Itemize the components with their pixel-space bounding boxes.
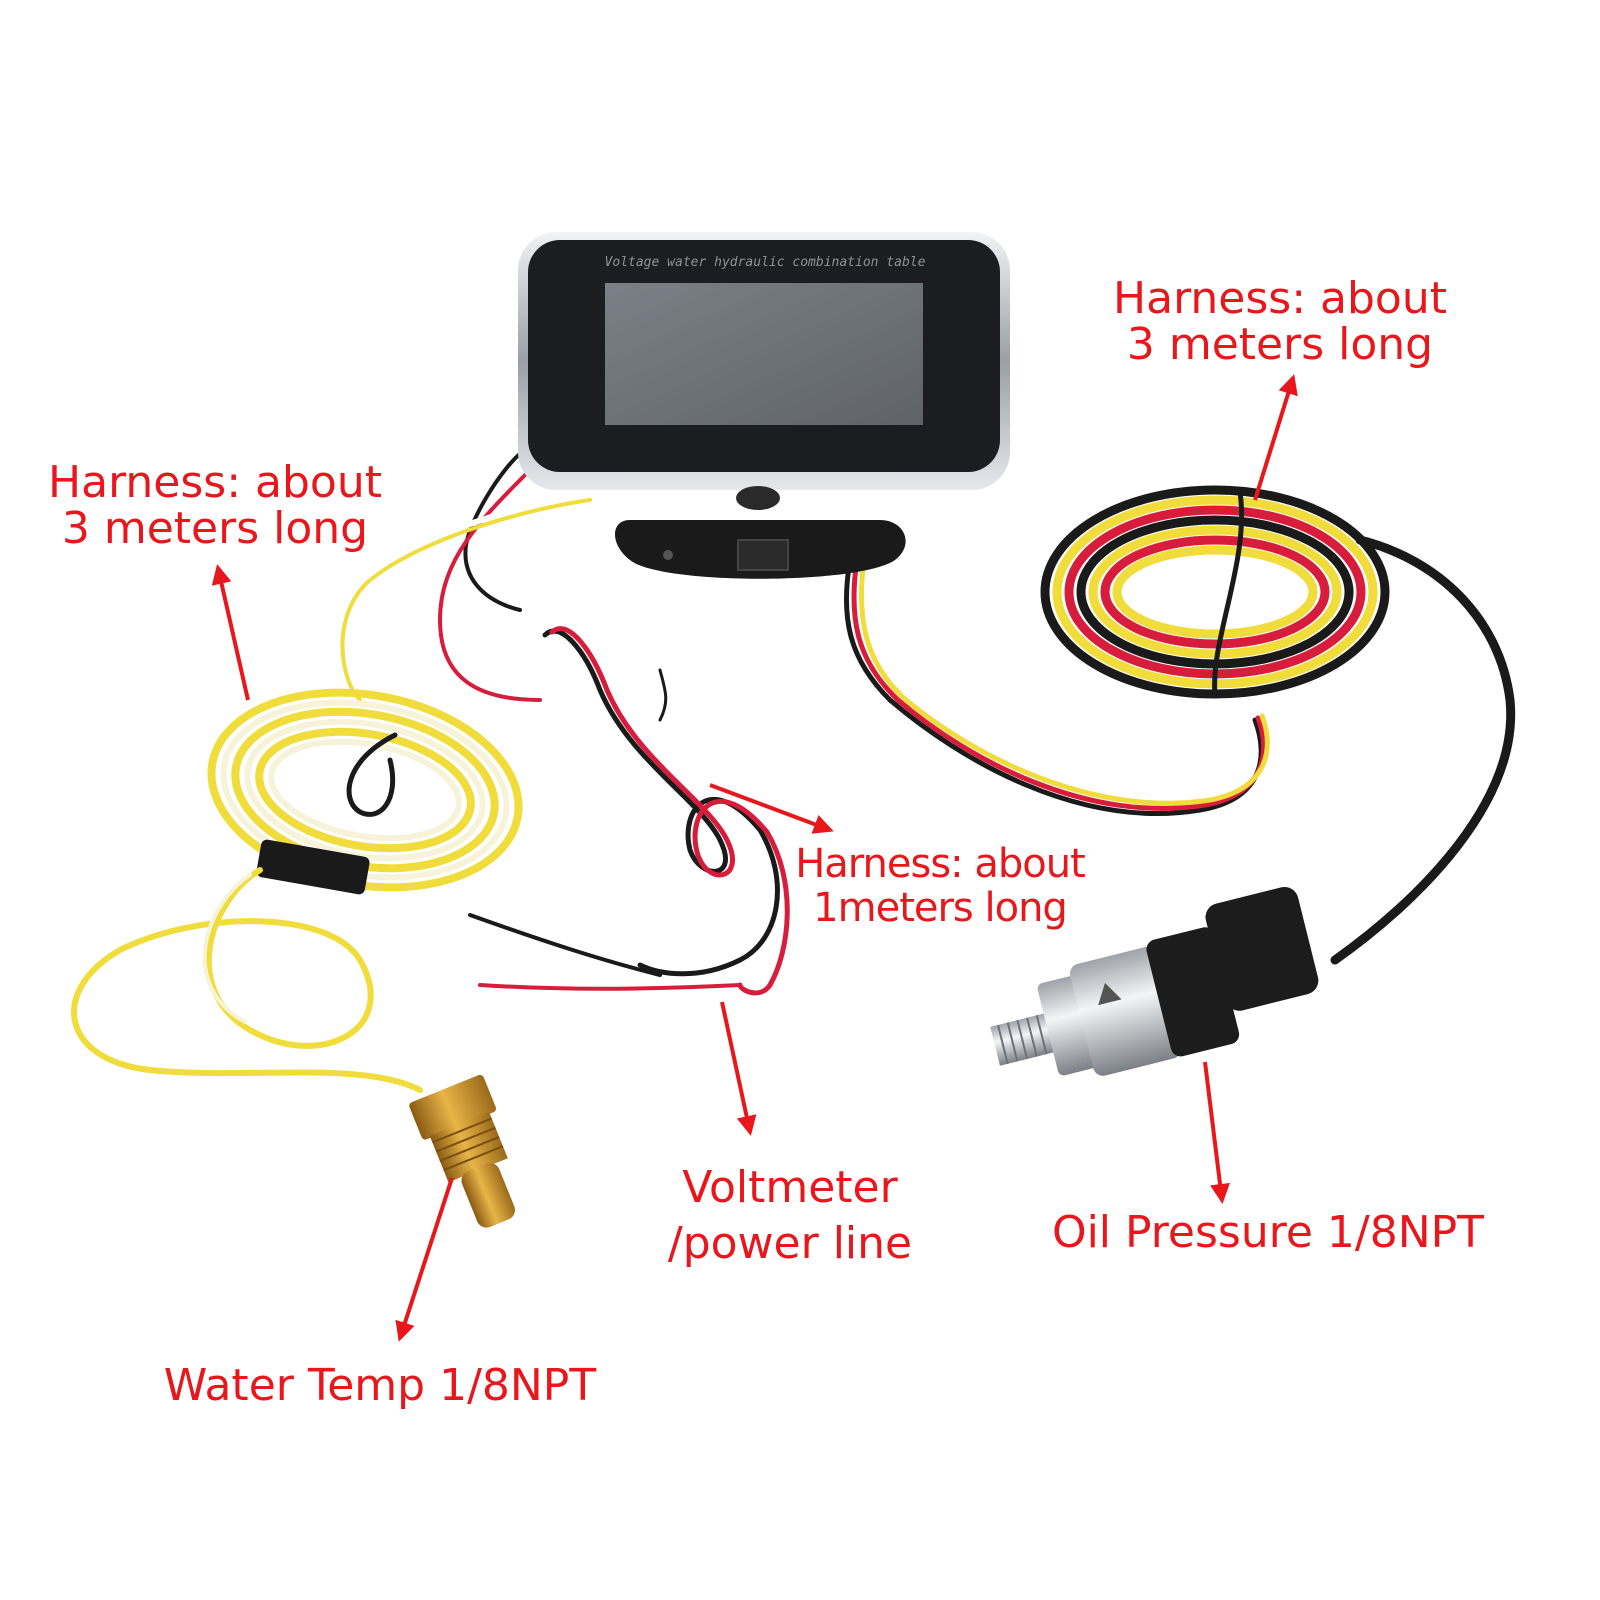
water-sensor-lead — [71, 867, 742, 1093]
panel-caption: Voltage water hydraulic combination tabl… — [605, 255, 926, 270]
annotation-arrows — [211, 374, 1298, 1342]
voltmeter-harness — [542, 626, 790, 996]
right-harness-wires — [843, 535, 1516, 965]
label-voltmeter-line2: /power line — [667, 1218, 913, 1269]
arrow-harness-left — [211, 564, 250, 701]
right-harness-coil — [1040, 485, 1390, 699]
label-voltmeter-line1: Voltmeter — [682, 1162, 898, 1213]
label-harness-left: Harness: about 3 meters long — [40, 460, 390, 552]
label-harness-left-line2: 3 meters long — [61, 503, 369, 554]
water-temp-sensor — [409, 1074, 516, 1228]
label-harness-mid-line1: Harness: about — [795, 841, 1086, 887]
label-harness-mid-line2: 1meters long — [813, 885, 1068, 931]
label-harness-right-line1: Harness: about — [1113, 273, 1447, 324]
label-harness-right: Harness: about 3 meters long — [1105, 276, 1455, 368]
arrow-oil-pressure — [1203, 1061, 1230, 1204]
arrow-harness-right — [1253, 374, 1298, 501]
gauge-display-unit: Voltage water hydraulic combination tabl… — [518, 232, 1010, 579]
label-harness-left-line1: Harness: about — [48, 457, 382, 508]
label-harness-mid: Harness: about 1meters long — [790, 842, 1090, 930]
label-oil-pressure: Oil Pressure 1/8NPT — [1051, 1207, 1485, 1258]
left-harness-coil — [207, 688, 523, 895]
lcd-screen — [605, 283, 923, 425]
arrow-voltmeter — [720, 1001, 757, 1136]
oil-pressure-sensor — [990, 886, 1319, 1076]
connector-plug — [256, 839, 370, 895]
label-voltmeter: Voltmeter /power line — [640, 1160, 940, 1272]
label-water-temp: Water Temp 1/8NPT — [163, 1360, 597, 1411]
arrow-water-temp — [395, 1177, 454, 1342]
left-harness-wires — [340, 450, 592, 702]
arrow-harness-mid — [709, 783, 834, 834]
label-harness-right-line2: 3 meters long — [1126, 319, 1434, 370]
